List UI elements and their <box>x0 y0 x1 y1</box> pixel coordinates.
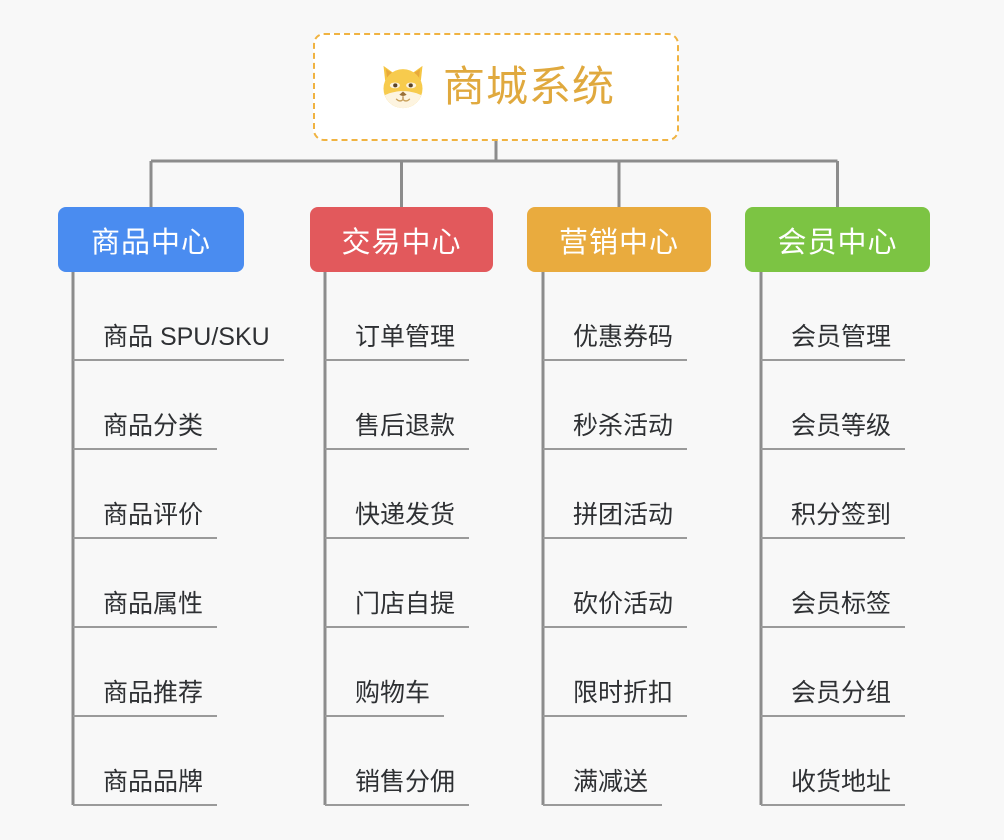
leaf-item[interactable]: 商品 SPU/SKU <box>73 272 284 361</box>
leaf-item[interactable]: 订单管理 <box>325 272 470 361</box>
leaf-label: 收货地址 <box>761 768 906 806</box>
leaf-item[interactable]: 商品品牌 <box>73 717 218 806</box>
branch-header-3[interactable]: 营销中心 <box>527 207 711 272</box>
leaf-label: 订单管理 <box>325 323 470 361</box>
leaf-item[interactable]: 会员等级 <box>761 361 906 450</box>
leaf-item[interactable]: 购物车 <box>325 628 445 717</box>
shiba-dog-face-icon <box>383 65 423 109</box>
leaf-label: 售后退款 <box>325 412 470 450</box>
leaf-item[interactable]: 砍价活动 <box>543 539 688 628</box>
leaf-item[interactable]: 商品分类 <box>73 361 218 450</box>
leaf-label: 购物车 <box>325 679 445 717</box>
leaf-label: 限时折扣 <box>543 679 688 717</box>
leaf-label: 满减送 <box>543 768 663 806</box>
branch-header-4[interactable]: 会员中心 <box>745 207 930 272</box>
leaf-item[interactable]: 秒杀活动 <box>543 361 688 450</box>
leaf-item[interactable]: 门店自提 <box>325 539 470 628</box>
leaf-label: 商品分类 <box>73 412 218 450</box>
leaf-item[interactable]: 售后退款 <box>325 361 470 450</box>
leaf-label: 优惠券码 <box>543 323 688 361</box>
leaf-label: 会员等级 <box>761 412 906 450</box>
leaf-item[interactable]: 会员管理 <box>761 272 906 361</box>
leaf-label: 砍价活动 <box>543 590 688 628</box>
leaf-label: 销售分佣 <box>325 768 470 806</box>
leaf-label: 积分签到 <box>761 501 906 539</box>
leaf-item[interactable]: 商品评价 <box>73 450 218 539</box>
leaf-label: 商品品牌 <box>73 768 218 806</box>
branch-header-2[interactable]: 交易中心 <box>310 207 493 272</box>
leaf-label: 商品评价 <box>73 501 218 539</box>
leaf-item[interactable]: 积分签到 <box>761 450 906 539</box>
leaf-label: 会员分组 <box>761 679 906 717</box>
leaf-label: 会员标签 <box>761 590 906 628</box>
leaf-item[interactable]: 拼团活动 <box>543 450 688 539</box>
leaf-label: 门店自提 <box>325 590 470 628</box>
leaf-label: 会员管理 <box>761 323 906 361</box>
leaf-label: 快递发货 <box>325 501 470 539</box>
leaf-item[interactable]: 商品推荐 <box>73 628 218 717</box>
leaf-item[interactable]: 会员标签 <box>761 539 906 628</box>
leaf-item[interactable]: 优惠券码 <box>543 272 688 361</box>
leaf-label: 商品属性 <box>73 590 218 628</box>
leaf-label: 拼团活动 <box>543 501 688 539</box>
leaf-item[interactable]: 会员分组 <box>761 628 906 717</box>
leaf-label: 商品推荐 <box>73 679 218 717</box>
branch-header-1[interactable]: 商品中心 <box>58 207 244 272</box>
leaf-item[interactable]: 快递发货 <box>325 450 470 539</box>
leaf-item[interactable]: 满减送 <box>543 717 663 806</box>
root-title: 商城系统 <box>442 63 615 110</box>
leaf-item[interactable]: 限时折扣 <box>543 628 688 717</box>
leaf-item[interactable]: 商品属性 <box>73 539 218 628</box>
leaf-label: 秒杀活动 <box>543 412 688 450</box>
leaf-item[interactable]: 收货地址 <box>761 717 906 806</box>
leaf-label: 商品 SPU/SKU <box>73 323 284 361</box>
root-node[interactable]: 商城系统 <box>313 33 679 141</box>
leaf-item[interactable]: 销售分佣 <box>325 717 470 806</box>
